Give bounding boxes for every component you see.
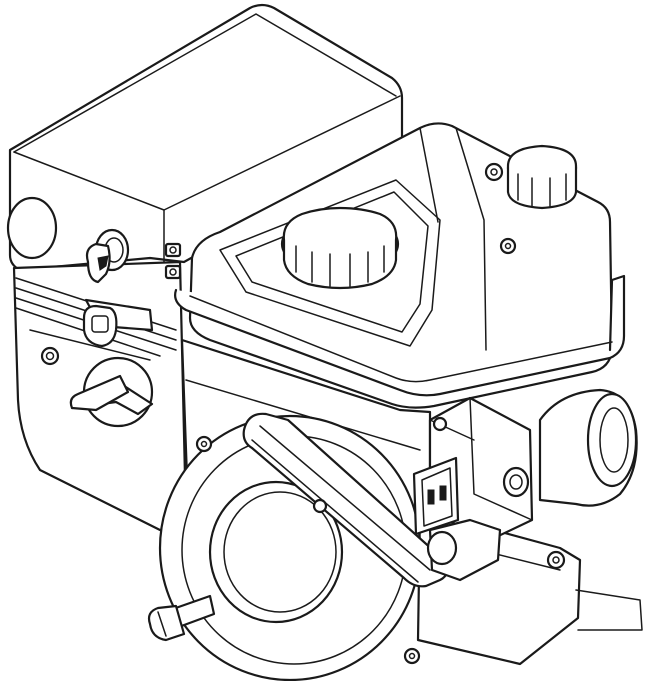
tank-bolt-mid: [499, 237, 517, 255]
fuel-tank: [174, 122, 626, 409]
starter-motor: [426, 518, 502, 582]
air-cleaner-housing: [8, 3, 404, 272]
bolt-lower: [164, 264, 182, 280]
oil-cap: [506, 144, 578, 210]
fuel-shutoff-knob: [69, 356, 154, 428]
tank-bolt-top: [484, 162, 504, 182]
bolt-upper: [164, 242, 182, 258]
ignition-key-switch: [85, 228, 130, 284]
choke-lever: [82, 298, 154, 348]
muffler: [538, 388, 638, 507]
starter-handle: [242, 412, 449, 588]
starter-connector: [412, 456, 460, 536]
fuel-cap: [280, 206, 400, 290]
breather-oval: [6, 196, 58, 260]
crankshaft: [147, 594, 216, 642]
block-nut: [40, 346, 60, 366]
